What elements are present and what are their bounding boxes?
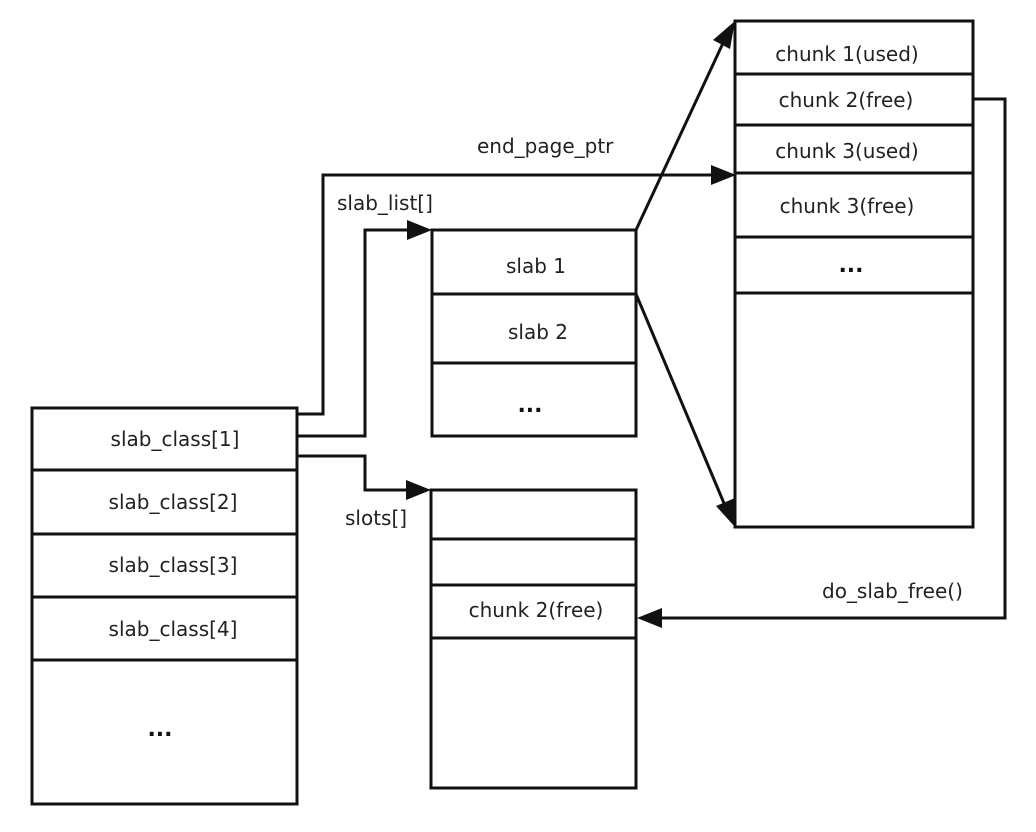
do-slab-free-connector	[661, 97, 1007, 620]
slab-class-table: slab_class[1] slab_class[2] slab_class[3…	[30, 406, 299, 806]
slab-class-2-label: slab_class[2]	[109, 490, 238, 514]
slab-class-table-border	[30, 406, 299, 806]
do-slab-free-arrowhead	[637, 608, 662, 628]
slab-2-to-chunks-connector	[634, 293, 728, 509]
slots-connector	[297, 454, 407, 492]
slots-freed-chunk-label: chunk 2(free)	[469, 598, 604, 622]
chunk-table-border	[733, 19, 975, 529]
slab-list-arrowhead	[407, 220, 432, 240]
slots-arrowhead	[406, 480, 431, 500]
end-page-ptr-connector	[297, 173, 712, 416]
end-page-ptr-arrowhead	[711, 165, 736, 185]
slab-2-arrowhead	[716, 498, 735, 527]
slab-2-label: slab 2	[508, 320, 568, 344]
chunk-3-free-label: chunk 3(free)	[780, 194, 915, 218]
chunk-table-more: ...	[838, 253, 863, 278]
slab-1-to-chunks-connector	[634, 40, 726, 231]
slab-list-border	[430, 228, 638, 438]
slab-class-more: ...	[147, 717, 172, 742]
do-slab-free-label: do_slab_free()	[822, 579, 963, 603]
slots-table: chunk 2(free)	[429, 488, 638, 790]
slab-list-table: slab 1 slab 2 ...	[430, 228, 638, 438]
slab-1-label: slab 1	[506, 254, 566, 278]
slab-1-arrowhead	[713, 21, 735, 49]
slab-class-4-label: slab_class[4]	[109, 617, 238, 641]
slab-list-connector	[297, 228, 408, 438]
chunk-3-used-label: chunk 3(used)	[775, 139, 918, 163]
end-page-ptr-label: end_page_ptr	[477, 134, 614, 158]
slab-list-label: slab_list[]	[337, 191, 433, 215]
slab-class-3-label: slab_class[3]	[109, 553, 238, 577]
slab-list-more: ...	[517, 393, 542, 418]
chunk-table: chunk 1(used) chunk 2(free) chunk 3(used…	[733, 19, 975, 529]
slots-label: slots[]	[345, 506, 407, 530]
chunk-2-free-label: chunk 2(free)	[779, 88, 914, 112]
chunk-1-used-label: chunk 1(used)	[775, 42, 918, 66]
slab-class-1-label: slab_class[1]	[111, 427, 240, 451]
